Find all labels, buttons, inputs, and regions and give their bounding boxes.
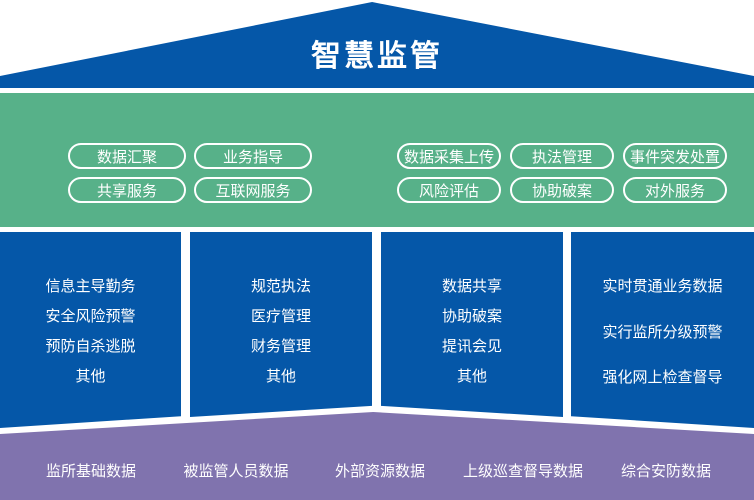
service-box: 事件突发处置 bbox=[623, 143, 727, 169]
service-box: 风险评估 bbox=[397, 177, 501, 203]
pillar-item: 安全风险预警 bbox=[45, 308, 136, 325]
service-group-left: 数据汇聚 业务指导 共享服务 互联网服务 bbox=[68, 143, 312, 203]
service-box: 对外服务 bbox=[623, 177, 727, 203]
pillar-3: 数据共享 协助破案 提讯会见 其他 bbox=[381, 232, 563, 417]
pillar-item: 实行监所分级预警 bbox=[602, 324, 723, 341]
service-box: 互联网服务 bbox=[194, 177, 312, 203]
pillar-item: 预防自杀逃脱 bbox=[45, 338, 136, 355]
base-item: 综合安防数据 bbox=[620, 463, 712, 480]
base-item: 被监管人员数据 bbox=[183, 463, 289, 480]
service-box: 业务指导 bbox=[194, 143, 312, 169]
pillar-item: 数据共享 bbox=[441, 278, 502, 295]
data-base: 监所基础数据 被监管人员数据 外部资源数据 上级巡查督导数据 综合安防数据 bbox=[0, 412, 754, 500]
service-box: 数据采集上传 bbox=[397, 143, 501, 169]
service-box: 协助破案 bbox=[510, 177, 614, 203]
pillar-item: 规范执法 bbox=[250, 278, 311, 295]
base-item: 上级巡查督导数据 bbox=[462, 463, 584, 480]
service-box: 共享服务 bbox=[68, 177, 186, 203]
pillar-item: 提讯会见 bbox=[441, 338, 502, 355]
diagram-title: 智慧监管 bbox=[311, 40, 443, 73]
service-row: 共享服务 互联网服务 bbox=[68, 177, 312, 203]
pillar-item: 强化网上检查督导 bbox=[602, 369, 723, 386]
service-group-right: 数据采集上传 执法管理 事件突发处置 风险评估 协助破案 对外服务 bbox=[397, 143, 727, 203]
pillar-item: 医疗管理 bbox=[250, 308, 311, 325]
pillar-item: 实时贯通业务数据 bbox=[602, 278, 723, 295]
base-item: 监所基础数据 bbox=[45, 463, 137, 480]
pillar-2: 规范执法 医疗管理 财务管理 其他 bbox=[190, 232, 372, 417]
service-box: 执法管理 bbox=[510, 143, 614, 169]
service-row: 风险评估 协助破案 对外服务 bbox=[397, 177, 727, 203]
base-item: 外部资源数据 bbox=[334, 463, 426, 480]
service-row: 数据汇聚 业务指导 bbox=[68, 143, 312, 169]
pillar-item: 协助破案 bbox=[441, 308, 502, 325]
pillar-item: 其他 bbox=[75, 368, 106, 385]
pillar-item: 其他 bbox=[456, 368, 487, 385]
pillar-item: 其他 bbox=[265, 368, 296, 385]
service-box: 数据汇聚 bbox=[68, 143, 186, 169]
pillar-1: 信息主导勤务 安全风险预警 预防自杀逃脱 其他 bbox=[0, 232, 181, 428]
service-row: 数据采集上传 执法管理 事件突发处置 bbox=[397, 143, 727, 169]
pillar-item: 信息主导勤务 bbox=[45, 278, 136, 295]
pillar-item: 财务管理 bbox=[250, 338, 311, 355]
pillar-4: 实时贯通业务数据 实行监所分级预警 强化网上检查督导 bbox=[571, 232, 754, 428]
services-band: 数据汇聚 业务指导 共享服务 互联网服务 数据采集上传 执法管理 事件突发处置 … bbox=[0, 93, 754, 227]
